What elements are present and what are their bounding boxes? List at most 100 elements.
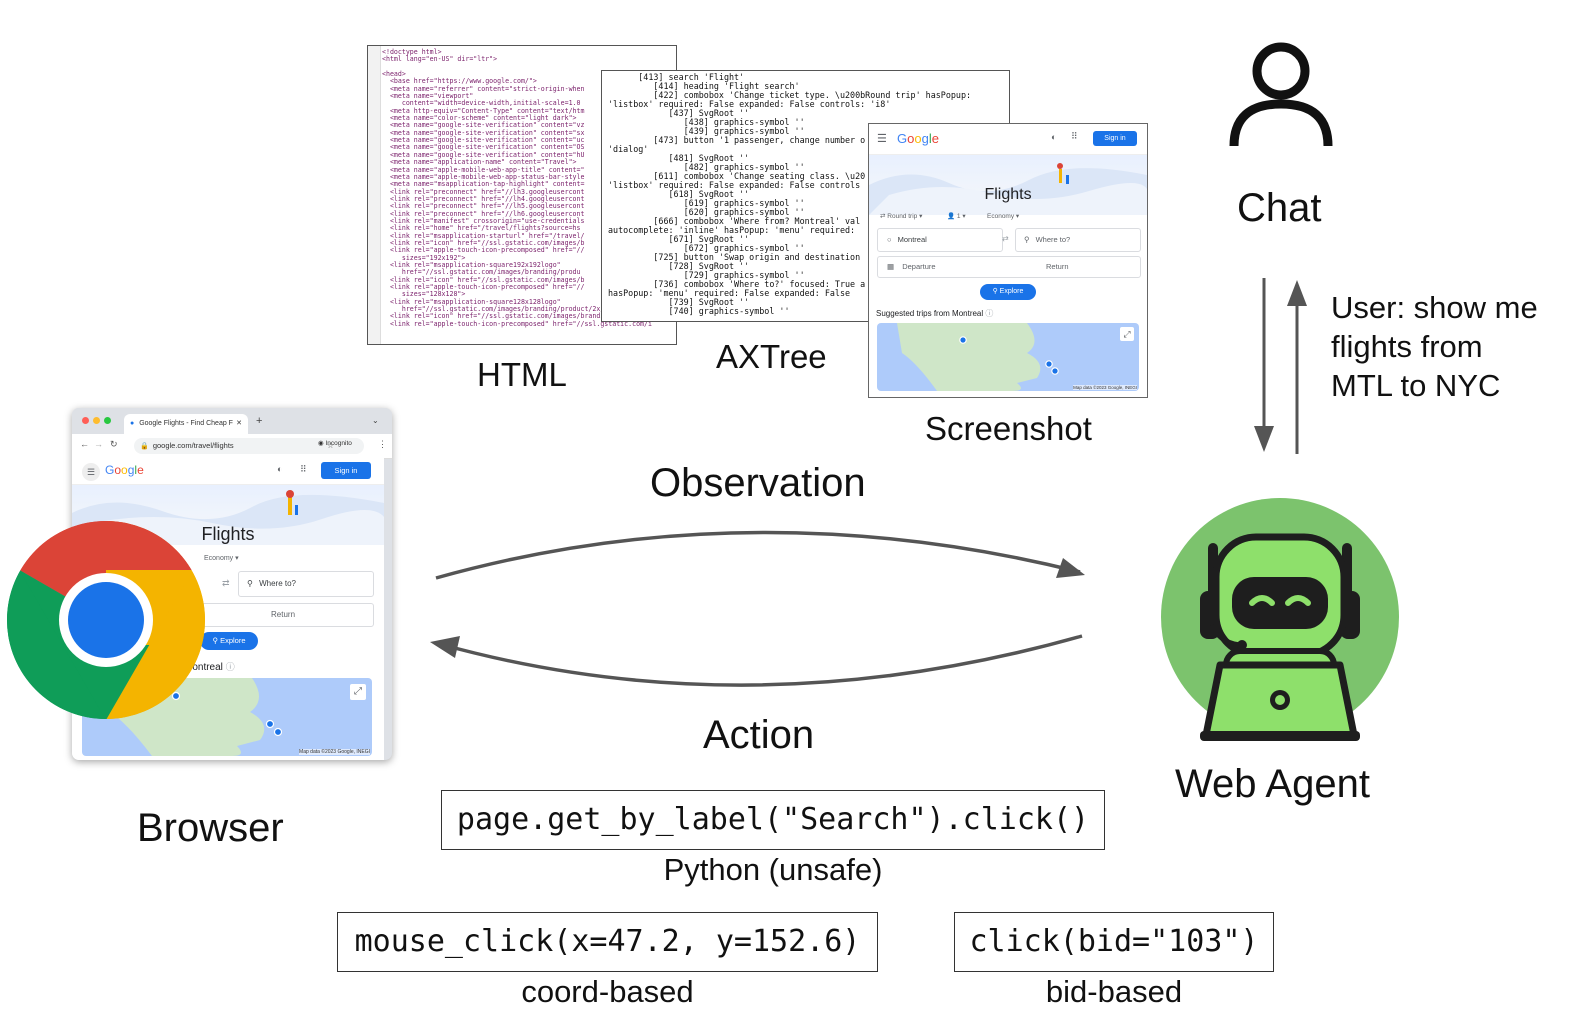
axtree-line: [439] graphics-symbol '' [608, 126, 805, 136]
html-code-text: <!doctype html><html lang="en-US" dir="l… [382, 48, 652, 328]
swap-icon[interactable]: ⇄ [1002, 234, 1009, 243]
to-field[interactable]: ⚲ Where to? [1015, 228, 1141, 252]
html-code-line: <link rel="msapplication-square128x128lo… [382, 297, 561, 306]
html-code-line: <meta name="viewport" [382, 92, 474, 101]
html-code-line: <meta name="application-name" content="T… [382, 158, 577, 167]
user-message-line-3: MTL to NYC [1331, 368, 1501, 403]
screenshot-panel: ☰ Google ◐ ⠿ Sign in Flights ⇄ Round tri… [868, 123, 1148, 398]
tab-strip: ● Google Flights - Find Cheap F ✕ + ⌄ [72, 408, 392, 434]
html-code-line: sizes="128x128"> [382, 290, 466, 299]
date-field[interactable]: ▦ Departure Return [877, 256, 1141, 278]
forward-icon[interactable]: → [94, 439, 103, 449]
axtree-line: [618] SvgRoot '' [608, 189, 750, 199]
explore-label: Explore [220, 636, 246, 645]
window-zoom-dot[interactable] [104, 417, 111, 424]
axtree-line: [482] graphics-symbol '' [608, 162, 805, 172]
lock-icon: 🔒 [140, 443, 149, 450]
back-icon[interactable]: ← [80, 439, 89, 449]
html-code-line: <meta name="apple-mobile-web-app-status-… [382, 172, 585, 181]
html-code-line: <head> [382, 70, 406, 79]
expand-icon[interactable]: ⤢ [1120, 327, 1134, 341]
axtree-line: [740] graphics-symbol '' [608, 306, 790, 316]
explore-button[interactable]: ⚲ Explore [200, 632, 258, 650]
sign-in-button[interactable]: Sign in [1093, 131, 1137, 146]
html-code-line: <meta name="color-scheme" content="light… [382, 114, 577, 123]
coord-action-box: mouse_click(x=47.2, y=152.6) [337, 912, 878, 972]
tab-close-icon[interactable]: ✕ [236, 420, 242, 427]
axtree-line: [619] graphics-symbol '' [608, 198, 805, 208]
flights-title: Flights [984, 186, 1032, 203]
chat-label: Chat [1237, 186, 1322, 230]
axtree-line: 'listbox' required: False expanded: Fals… [608, 180, 861, 190]
html-code-line: <link rel="manifest" crossorigin="use-cr… [382, 216, 585, 225]
html-code-line: <link rel="apple-touch-icon-precomposed"… [382, 246, 585, 255]
to-placeholder: Where to? [1035, 235, 1071, 244]
html-code-line: <link rel="icon" href="//ssl.gstatic.com… [382, 312, 652, 321]
sign-in-button[interactable]: Sign in [321, 462, 371, 479]
cabin-label: Economy [204, 555, 234, 562]
explore-button[interactable]: ⚲ Explore [980, 284, 1036, 300]
to-placeholder: Where to? [259, 579, 296, 588]
bid-action-box: click(bid="103") [954, 912, 1274, 972]
html-code-line: <link rel="home" href="/travel/flights?s… [382, 224, 581, 233]
apps-grid-icon[interactable]: ⠿ [300, 464, 307, 474]
to-field[interactable]: ⚲ Where to? [238, 571, 374, 597]
axtree-line: [438] graphics-symbol '' [608, 117, 805, 127]
info-icon: ⓘ [985, 309, 994, 318]
cabin-label: Economy [987, 213, 1015, 220]
axtree-line: [422] combobox 'Change ticket type. \u20… [608, 90, 972, 100]
incognito-badge[interactable]: ◉ Incognito [318, 439, 352, 447]
incognito-label: Incognito [325, 440, 352, 447]
departure-label: Departure [902, 262, 936, 271]
browser-tab[interactable]: ● Google Flights - Find Cheap F ✕ [124, 414, 248, 434]
passenger-count: 1 [956, 213, 961, 220]
window-minimize-dot[interactable] [93, 417, 100, 424]
bookmark-star-icon[interactable]: ☆ [326, 441, 334, 450]
map-preview[interactable]: ⤢ Map data ©2023 Google, INEGI [877, 323, 1139, 391]
new-tab-icon[interactable]: + [256, 415, 263, 427]
reload-icon[interactable]: ↻ [110, 439, 118, 449]
from-field[interactable]: ○ Montreal [877, 228, 1003, 252]
html-label: HTML [477, 356, 567, 393]
flights-title: Flights [201, 524, 255, 544]
search-icon: ⚲ [992, 288, 998, 295]
suggested-trips-heading: Montreal ⓘ [184, 662, 235, 673]
html-code-line: content="width=device-width,initial-scal… [382, 99, 581, 108]
html-code-line: <html lang="en-US" dir="ltr"> [382, 55, 498, 64]
html-code-line: <meta name="apple-mobile-web-app-title" … [382, 165, 585, 174]
map-credit: Map data ©2023 Google, INEGI [299, 749, 370, 755]
html-code-line: <link rel="preconnect" href="//lh6.googl… [382, 209, 585, 218]
trip-type-select[interactable]: ⇄ Round trip ▾ [880, 213, 923, 220]
cabin-select[interactable]: Economy ▾ [204, 555, 239, 562]
swap-icon[interactable]: ⇄ [222, 578, 230, 588]
html-code-line: <link rel="preconnect" href="//lh4.googl… [382, 194, 585, 203]
url-bar: ← → ↻ 🔒 google.com/travel/flights ☆ ◉ In… [72, 434, 392, 459]
html-code-line: <meta name="google-site-verification" co… [382, 128, 585, 137]
trip-type-label: Round trip [887, 213, 918, 220]
google-logo: Google [105, 463, 144, 477]
html-code-line: <!doctype html> [382, 48, 442, 56]
html-code-line: <meta name="google-site-verification" co… [382, 121, 585, 130]
omnibox[interactable]: 🔒 google.com/travel/flights ☆ [134, 438, 364, 454]
expand-icon[interactable]: ⤢ [350, 684, 366, 700]
dark-mode-icon[interactable]: ◐ [277, 464, 283, 474]
search-icon: ⚲ [212, 636, 218, 645]
python-action-box: page.get_by_label("Search").click() [441, 790, 1105, 850]
map-preview[interactable]: ⤢ Map data ©2023 Google, INEGI [82, 678, 372, 756]
explore-label: Explore [999, 288, 1024, 295]
from-value: Montreal [897, 235, 927, 244]
browser-menu-icon[interactable]: ⋮ [378, 439, 387, 449]
axtree-line: [725] button 'Swap origin and destinatio… [608, 252, 861, 262]
browser-label: Browser [137, 806, 284, 850]
top-bar: ☰ Google ◐ ⠿ Sign in [869, 124, 1147, 155]
cabin-select[interactable]: Economy ▾ [987, 213, 1020, 220]
page-top-bar: ☰ Google ◐ ⠿ Sign in [72, 458, 384, 485]
window-close-dot[interactable] [82, 417, 89, 424]
axtree-line: [473] button '1 passenger, change number… [608, 135, 866, 145]
dark-mode-icon: ◐ [1051, 132, 1057, 142]
axtree-line: [620] graphics-symbol '' [608, 207, 805, 217]
passenger-select[interactable]: 👤 1 ▾ [947, 213, 966, 220]
tab-search-chevron-icon[interactable]: ⌄ [372, 416, 379, 425]
menu-icon[interactable]: ☰ [82, 463, 100, 481]
html-code-line: <link rel="apple-touch-icon-precomposed"… [382, 283, 585, 291]
